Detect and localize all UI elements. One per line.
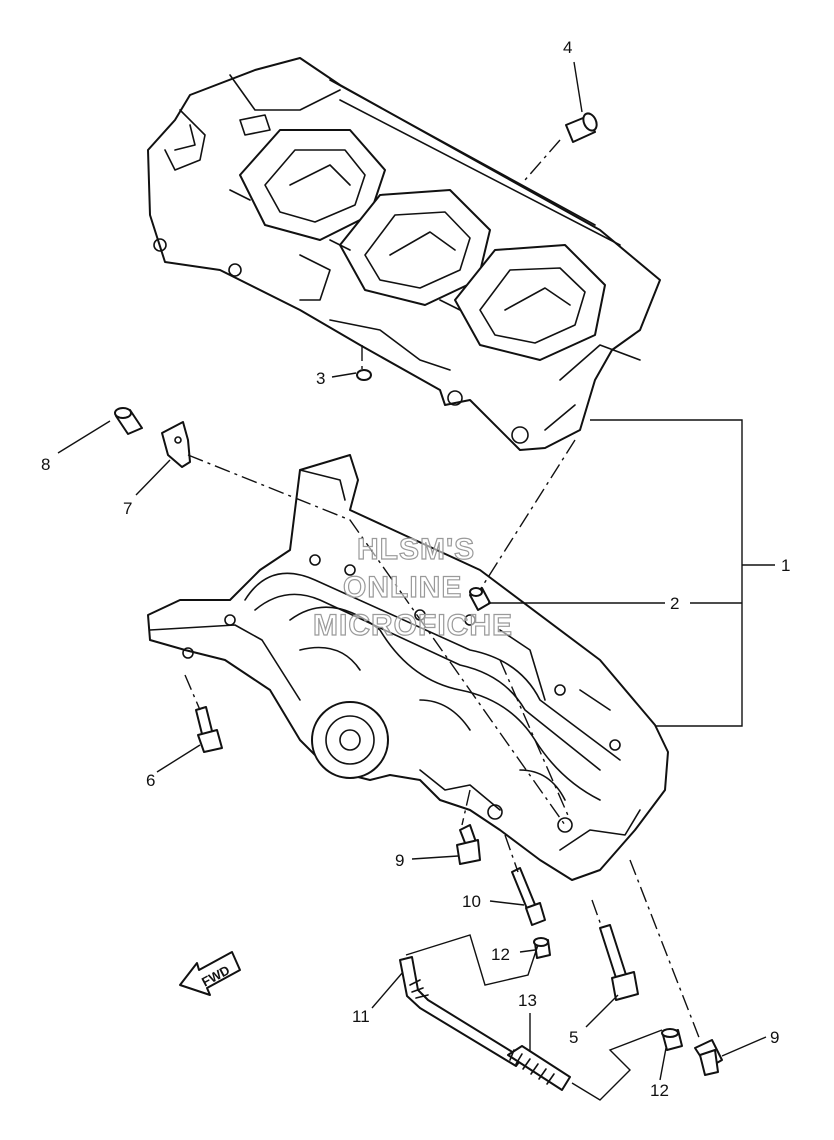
callout-labels: 1 2 3 4 5 6 7 8 9 9 10 11 12 12 13 (41, 38, 790, 1100)
part-11-hose (399, 956, 523, 1067)
callout-7: 7 (123, 499, 132, 518)
cylinder-bore-1 (239, 129, 386, 241)
watermark-line-3: MICROFICHE (313, 609, 513, 642)
callout-5: 5 (569, 1028, 578, 1047)
callout-9-left: 9 (395, 851, 404, 870)
watermark-line-2: ONLINE (343, 571, 462, 604)
magneto-housing (311, 701, 389, 779)
assembly-lines (184, 139, 701, 1101)
part-4-dowel-pin (565, 112, 598, 143)
part-7-bracket (161, 421, 191, 468)
part-10-bolt (511, 867, 546, 926)
callout-8: 8 (41, 455, 50, 474)
callout-3: 3 (316, 369, 325, 388)
cylinder-bore-2 (339, 189, 491, 306)
callout-4: 4 (563, 38, 572, 57)
part-3-dowel-pin (356, 369, 372, 381)
callout-6: 6 (146, 771, 155, 790)
callout-13: 13 (518, 991, 537, 1010)
crank-journal-saddle (244, 572, 621, 801)
part-9-fitting (456, 824, 481, 865)
part-12-cap (533, 937, 551, 959)
part-6-bolt (195, 706, 223, 753)
watermark: HLSM'S ONLINE MICROFICHE (312, 532, 513, 642)
part-9-fitting (694, 1039, 723, 1076)
callout-leaders (57, 61, 775, 1081)
callout-12-lower: 12 (650, 1081, 669, 1100)
part-5-bolt (599, 924, 639, 1001)
callout-12-upper: 12 (491, 945, 510, 964)
callout-9-right: 9 (770, 1028, 779, 1047)
cylinder-bore-3 (454, 244, 606, 361)
part-2-dowel-pin (469, 587, 491, 611)
part-12-cap (661, 1028, 683, 1051)
callout-1: 1 (781, 556, 790, 575)
callout-10: 10 (462, 892, 481, 911)
callout-11: 11 (352, 1007, 370, 1026)
watermark-line-1: HLSM'S (357, 533, 475, 566)
fwd-direction-arrow: FWD (179, 951, 241, 996)
upper-crankcase (147, 57, 661, 451)
callout-2: 2 (670, 594, 679, 613)
part-8-bolt (114, 407, 143, 435)
lower-crankcase (147, 454, 669, 881)
part-13-spring (507, 1045, 571, 1091)
